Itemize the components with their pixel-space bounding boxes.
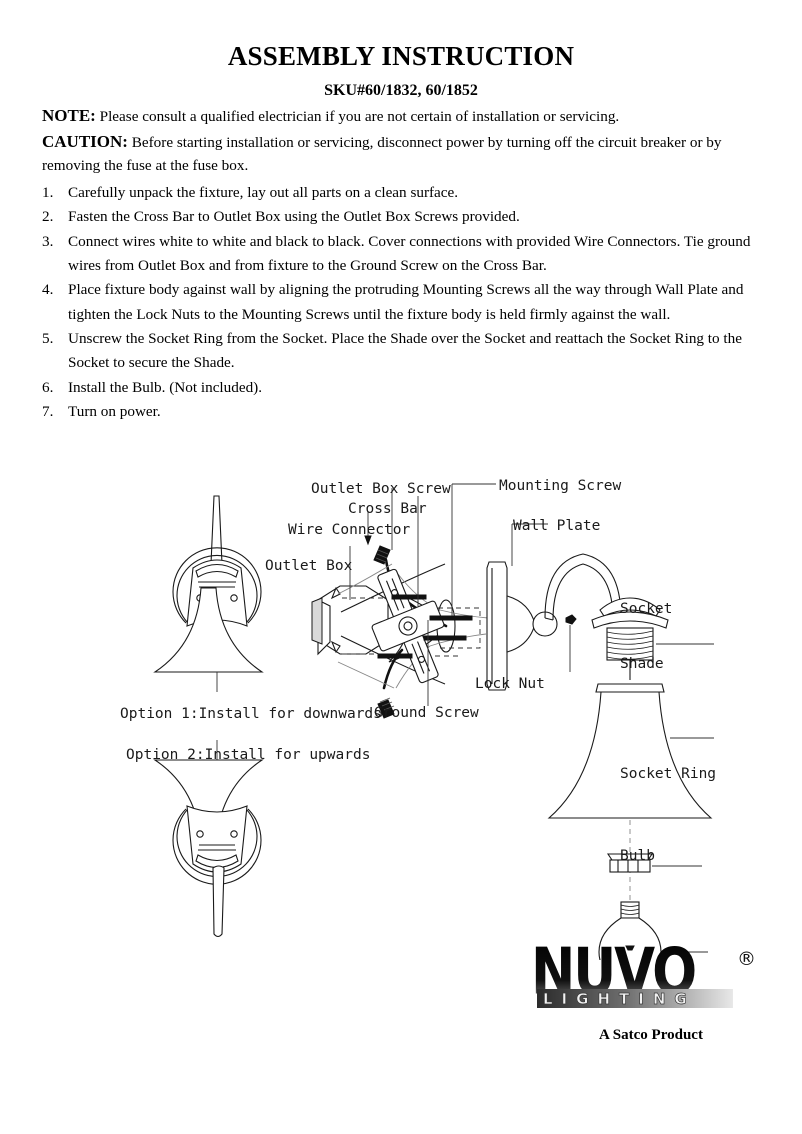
label-cross-bar: Cross Bar [348, 501, 427, 517]
step-item: 6. Install the Bulb. (Not included). [42, 376, 764, 400]
step-text: Fasten the Cross Bar to Outlet Box using… [68, 208, 520, 226]
option-1-fixture-drawing [153, 495, 264, 692]
assembly-diagram: .ln { fill:none; stroke:#1a1a1a; stroke-… [0, 440, 802, 960]
lighting-band: LIGHTING [537, 989, 733, 1008]
step-text: Place fixture body against wall by align… [68, 281, 744, 323]
note-text: Please consult a qualified electrician i… [95, 108, 620, 125]
step-item: 5. Unscrew the Socket Ring from the Socke… [42, 327, 764, 376]
mounting-screw-drawing [423, 615, 473, 641]
step-text: Connect wires white to white and black t… [68, 232, 751, 274]
nuvo-wordmark: NUVO ® LIGHTING [531, 934, 771, 1013]
lighting-letters: LIGHTING [543, 990, 696, 1008]
sku-subtitle: SKU#60/1832, 60/1852 [324, 81, 478, 99]
caution-label: CAUTION: [42, 131, 128, 151]
step-number: 4. [42, 281, 54, 299]
label-outlet-box-screw: Outlet Box Screw [311, 481, 451, 497]
label-bulb: Bulb [620, 848, 655, 864]
step-text: Unscrew the Socket Ring from the Socket.… [68, 329, 742, 372]
step-text: Carefully unpack the fixture, lay out al… [68, 184, 459, 201]
outlet-box-drawing [311, 585, 389, 656]
note-label: NOTE: [42, 106, 96, 125]
wall-plate-drawing [486, 561, 508, 691]
option-1-label: Option 1:Install for downwards [120, 706, 382, 722]
step-item: 7. Turn on power. [42, 400, 764, 424]
lock-nut-drawing [565, 614, 577, 672]
socket-ring-drawing [606, 853, 654, 873]
step-number: 6. [42, 378, 54, 396]
note-row: NOTE: Please consult a qualified electri… [42, 104, 762, 129]
step-number: 3. [42, 232, 54, 250]
step-number: 2. [42, 208, 54, 226]
label-socket-ring: Socket Ring [620, 766, 716, 782]
outlet-box-screw-drawing [377, 594, 427, 659]
label-outlet-box: Outlet Box [265, 558, 353, 574]
step-item: 3. Connect wires white to white and black… [42, 230, 764, 279]
label-wall-plate: Wall Plate [513, 518, 600, 534]
caution-row: CAUTION: Before starting installation or… [42, 130, 762, 177]
step-number: 7. [42, 402, 54, 420]
option-2-label: Option 2:Install for upwards [126, 747, 370, 763]
registered-trademark-icon: ® [737, 948, 756, 970]
step-item: 4. Place fixture body against wall by ali… [42, 278, 764, 327]
label-wire-connector: Wire Connector [288, 522, 410, 538]
step-number: 5. [42, 329, 54, 347]
document-header: ASSEMBLY INSTRUCTION SKU#60/1832, 60/185… [0, 0, 802, 99]
wire-connector-icon [373, 545, 395, 719]
page-title: ASSEMBLY INSTRUCTION [227, 41, 575, 71]
label-ground-screw: Ground Screw [374, 705, 479, 721]
label-lock-nut: Lock Nut [475, 676, 545, 692]
caution-text: Before starting installation or servicin… [42, 133, 722, 174]
step-item: 2. Fasten the Cross Bar to Outlet Box usi… [42, 205, 764, 229]
shade-drawing [547, 683, 713, 819]
brand-logo: NUVO ® LIGHTING A Satco Product [531, 934, 771, 1055]
step-item: 1. Carefully unpack the fixture, lay out … [42, 181, 764, 205]
label-leader-lines [349, 483, 714, 953]
notices-block: NOTE: Please consult a qualified electri… [42, 104, 762, 178]
step-number: 1. [42, 184, 54, 201]
satco-footer: A Satco Product [599, 1027, 703, 1043]
label-shade: Shade [620, 656, 664, 672]
label-socket: Socket [620, 601, 672, 617]
option-2-fixture-drawing [153, 740, 264, 938]
label-mounting-screw: Mounting Screw [499, 478, 621, 494]
socket-drawing [591, 597, 669, 680]
step-text: Turn on power. [68, 402, 161, 420]
instruction-steps: 1. Carefully unpack the fixture, lay out … [42, 181, 764, 424]
step-text: Install the Bulb. (Not included). [68, 378, 263, 396]
bulb-drawing [598, 901, 662, 960]
